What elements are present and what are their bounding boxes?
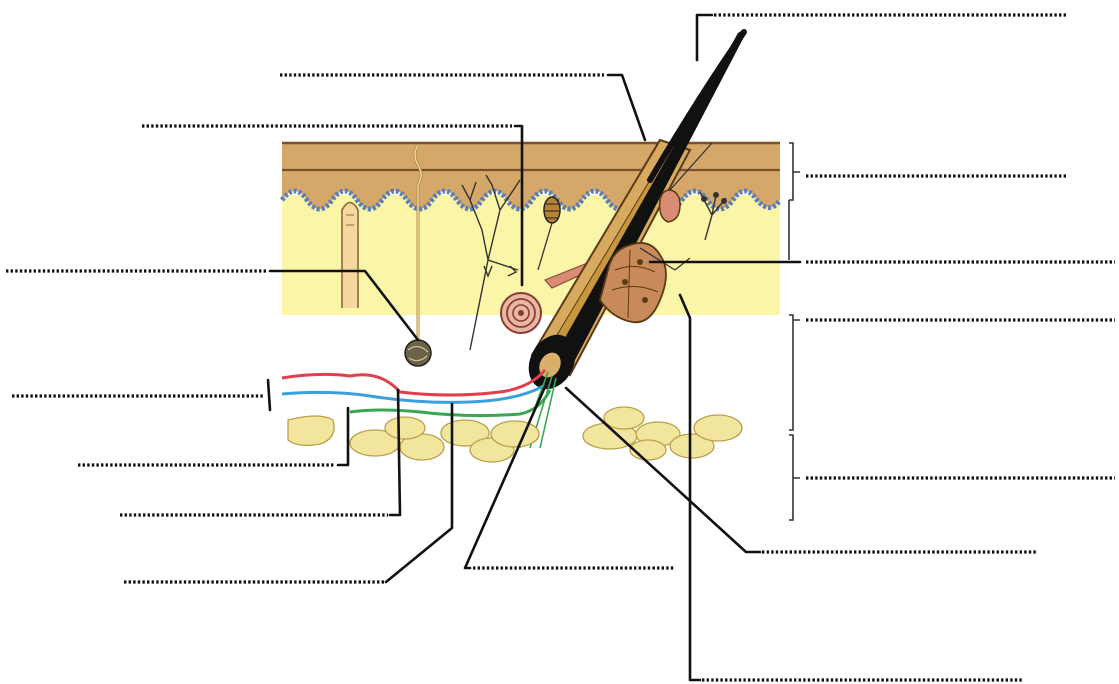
nerve-bud	[721, 198, 727, 204]
touch-receptor	[342, 203, 358, 309]
leader-hair-follicle	[608, 75, 645, 140]
leader-hair-bulb	[566, 388, 760, 552]
sweat-gland-coil	[405, 340, 431, 366]
fat-cell	[385, 417, 425, 439]
lower-dermis-bracket	[789, 315, 800, 430]
fat-cell	[491, 421, 539, 447]
leader-nerve	[338, 408, 348, 465]
small-gland	[660, 190, 680, 222]
leader-hair-papilla	[465, 380, 548, 568]
pacinian-core	[518, 310, 524, 316]
hypodermis-bracket	[789, 435, 800, 520]
fat-cell	[288, 416, 334, 445]
sebaceous-cell	[637, 259, 643, 265]
fat-cell	[604, 407, 644, 429]
leader-blood-vessels	[268, 380, 270, 410]
epidermis-bracket	[789, 143, 800, 200]
leader-arrector-pili	[680, 295, 700, 680]
nerve-bud	[701, 196, 707, 202]
sebaceous-cell	[642, 297, 648, 303]
nerve-bud	[713, 192, 719, 198]
fat-cell	[694, 415, 742, 441]
meissner-corpuscle	[544, 197, 560, 223]
sebaceous-cell	[622, 279, 628, 285]
leader-hair-shaft	[697, 15, 712, 60]
